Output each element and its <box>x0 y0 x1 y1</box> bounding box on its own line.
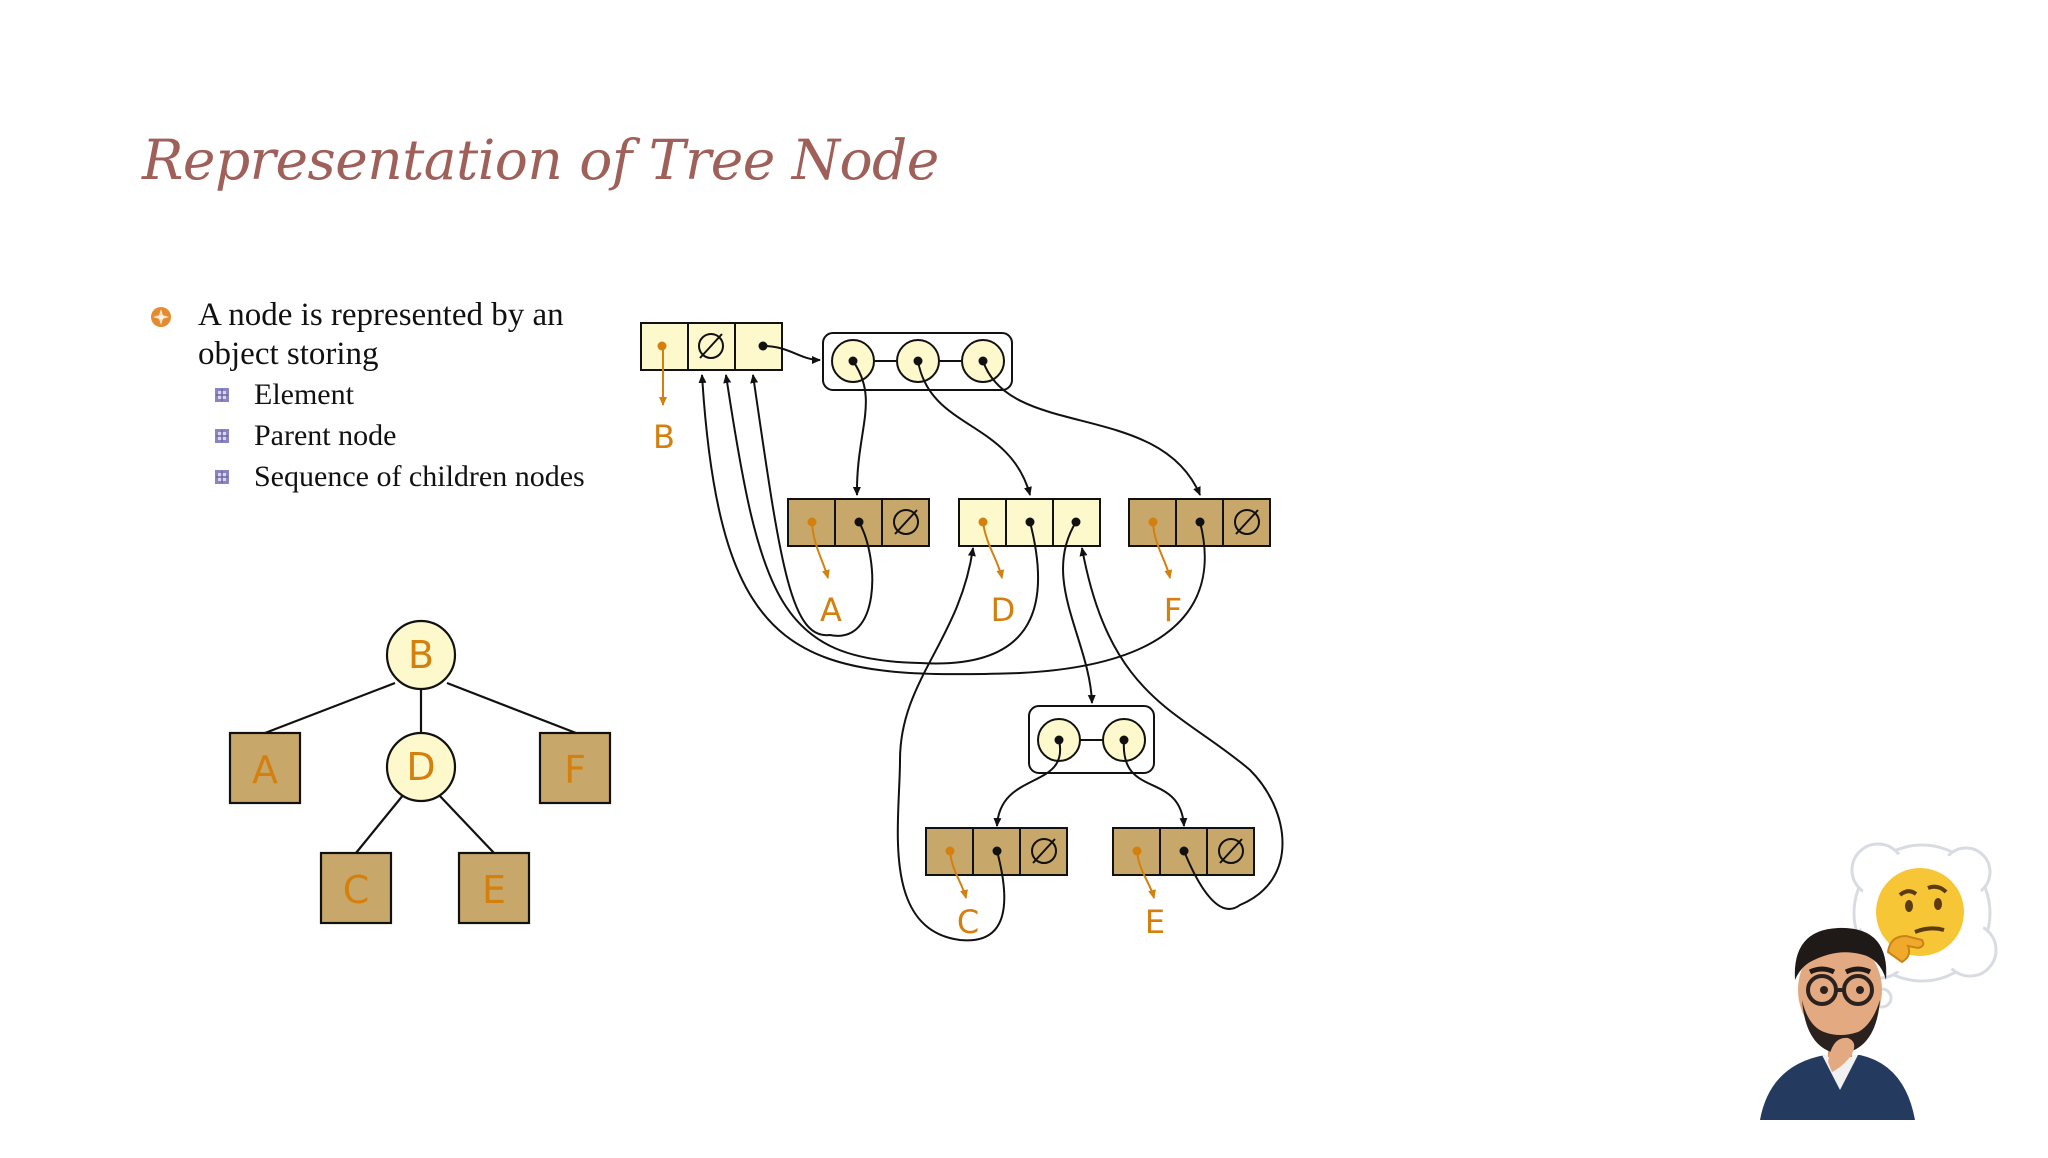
sub-bullet-list: Element Parent node Sequence of children… <box>214 378 610 494</box>
slide-title: Representation of Tree Node <box>142 128 939 192</box>
tree-edge <box>437 793 495 854</box>
tree-node-A: A <box>228 731 302 805</box>
sub-bullet-text: Parent node <box>254 419 397 452</box>
tree-edge <box>446 681 577 735</box>
avatar-person-icon <box>1760 927 1915 1120</box>
sub-bullet-element: Element <box>214 378 610 412</box>
bullet-icon <box>151 307 171 327</box>
struct-element-label: C <box>957 903 979 941</box>
struct-element-label: A <box>820 591 842 629</box>
sub-bullet-parent: Parent node <box>214 419 610 453</box>
tree-node-F: F <box>538 731 612 805</box>
struct-element-label: D <box>991 591 1016 629</box>
sub-bullet-children: Sequence of children nodes <box>214 460 610 494</box>
tree-node-E: E <box>457 851 531 925</box>
tree-edge <box>264 681 396 735</box>
struct-element-label: F <box>1164 591 1182 629</box>
main-bullet-text: A node is represented by an object stori… <box>198 297 564 372</box>
tree-node-label: A <box>252 748 278 792</box>
sub-bullet-icon <box>215 388 229 402</box>
tree-node-D: D <box>385 731 457 803</box>
sub-bullet-text: Sequence of children nodes <box>254 460 585 493</box>
struct-children-D <box>1028 705 1155 774</box>
struct-node-B <box>640 322 783 371</box>
bullet-list: A node is represented by an object stori… <box>150 296 610 501</box>
tree-node-label: C <box>343 868 370 912</box>
tree-node-C: C <box>319 851 393 925</box>
thinking-face-icon <box>1876 868 1964 964</box>
sub-bullet-text: Element <box>254 378 354 411</box>
tree-node-label: B <box>408 633 434 677</box>
struct-element-label: E <box>1145 903 1165 941</box>
sub-bullet-icon <box>215 429 229 443</box>
tree-node-B: B <box>385 619 457 691</box>
tree-node-label: F <box>564 748 586 792</box>
tree-edge <box>355 793 405 854</box>
sub-bullet-icon <box>215 470 229 484</box>
struct-element-label: B <box>653 418 675 456</box>
thinking-avatar-icon <box>1760 842 1998 1120</box>
tree-node-label: E <box>482 868 506 912</box>
main-bullet: A node is represented by an object stori… <box>150 296 610 374</box>
tree-node-label: D <box>406 745 435 789</box>
